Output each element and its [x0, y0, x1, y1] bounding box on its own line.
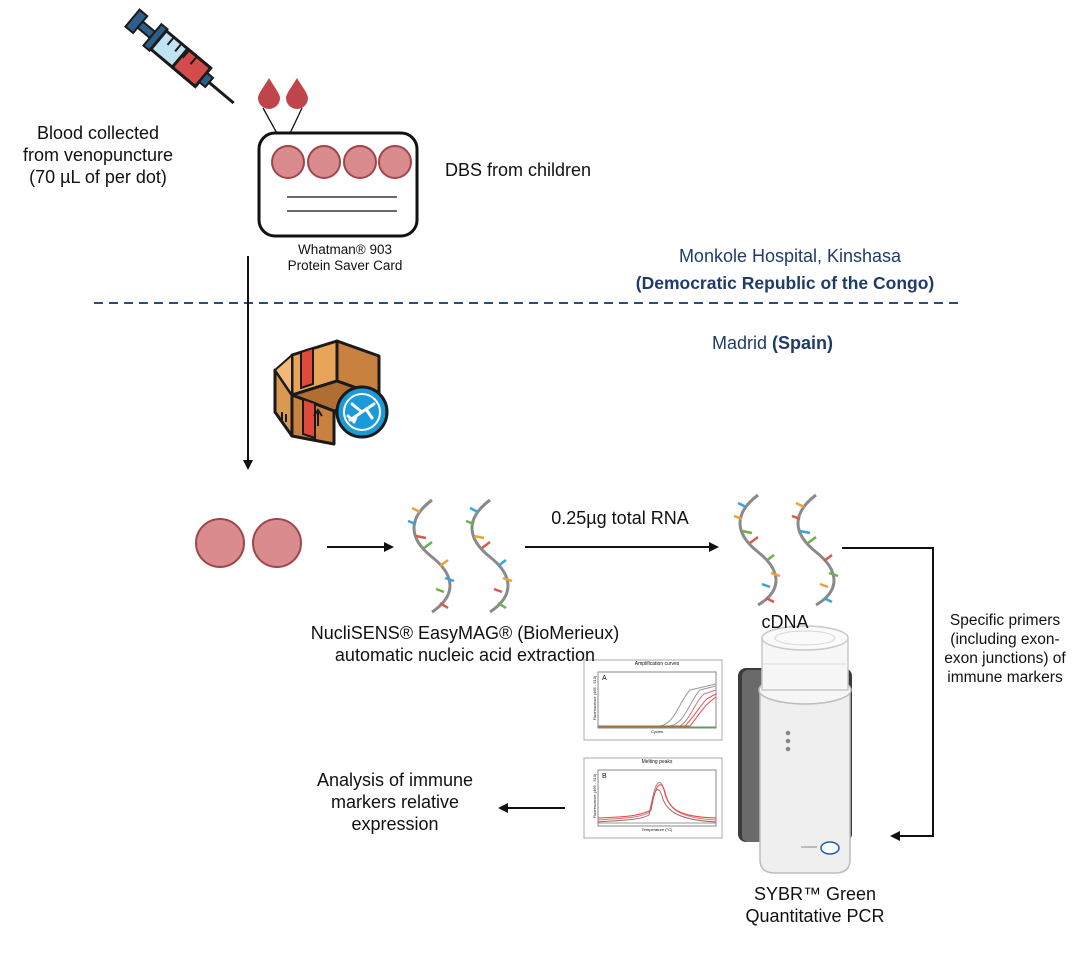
- plot-b-xlabel: Temperature (°C): [641, 827, 673, 832]
- site-bottom-country: (Spain): [772, 333, 834, 353]
- syringe-icon: [124, 8, 235, 105]
- melting-peaks-plot: [583, 757, 723, 839]
- primers-line: immune markers: [947, 668, 1063, 686]
- airplane-icon: [335, 385, 389, 439]
- analysis-line: expression: [351, 813, 439, 834]
- blood-collection-line: Blood collected: [36, 123, 160, 143]
- blood-collection-label: Blood collected from venopuncture (70 µL…: [0, 123, 196, 189]
- blood-spot: [378, 145, 412, 179]
- plot-b-ylabel: Fluorescence (465 - 510): [592, 773, 597, 819]
- analysis-label: Analysis of immune markers relative expr…: [285, 770, 505, 836]
- cdna-label: cDNA: [761, 612, 809, 632]
- plot-a-xlabel: Cycles: [650, 729, 663, 734]
- rna-amount-label: 0.25µg total RNA: [551, 508, 689, 528]
- dna-strand-icon: [407, 498, 513, 614]
- card-name-label: Whatman® 903 Protein Saver Card: [265, 242, 425, 275]
- blood-spot: [343, 145, 377, 179]
- analysis-line: markers relative: [330, 791, 460, 812]
- amplification-curves-plot: [583, 659, 723, 741]
- extracted-blood-spot: [252, 518, 302, 568]
- extraction-line: NucliSENS® EasyMAG® (BioMerieux): [310, 623, 620, 643]
- dna-strand-icon: [733, 493, 839, 607]
- card-name-line: Whatman® 903: [298, 242, 392, 257]
- blood-drop-icon: [258, 78, 308, 109]
- primers-line: (including exon-: [950, 630, 1060, 648]
- blood-spot: [307, 145, 341, 179]
- primers-connector-arrow: [842, 547, 934, 841]
- primers-line: exon junctions) of: [944, 649, 1066, 667]
- primers-label: Specific primers (including exon- exon j…: [930, 612, 1080, 688]
- site-bottom-city: Madrid: [712, 333, 768, 353]
- plot-a-title: Amplification curves: [634, 661, 680, 667]
- primers-line: Specific primers: [949, 612, 1061, 629]
- extraction-line: automatic nucleic acid extraction: [334, 644, 596, 665]
- pcr-machine-icon: [738, 625, 852, 874]
- blood-collection-line: (70 µL of per dot): [29, 166, 167, 187]
- blood-spot: [271, 145, 305, 179]
- blood-collection-line: from venopuncture: [22, 144, 174, 165]
- extraction-label: NucliSENS® EasyMAG® (BioMerieux) automat…: [265, 623, 665, 667]
- dbs-from-children-label: DBS from children: [445, 160, 592, 180]
- dbs-card: [257, 131, 419, 238]
- extracted-blood-spot: [195, 518, 245, 568]
- plot-b-letter: B: [602, 773, 607, 780]
- plot-a-letter: A: [602, 675, 607, 682]
- card-name-line: Protein Saver Card: [287, 258, 403, 274]
- site-top-country: (Democratic Republic of the Congo): [635, 273, 935, 293]
- plot-a-ylabel: Fluorescence (465 - 510): [592, 675, 597, 721]
- analysis-line: Analysis of immune: [316, 770, 474, 790]
- site-bottom-label: Madrid (Spain): [712, 333, 833, 355]
- site-top-label: Monkole Hospital, Kinshasa: [678, 246, 902, 266]
- plot-b-title: Melting peaks: [641, 759, 673, 765]
- pcr-label: SYBR™ Green Quantitative PCR: [730, 884, 900, 928]
- pcr-line: Quantitative PCR: [745, 905, 885, 926]
- pcr-line: SYBR™ Green: [753, 884, 877, 904]
